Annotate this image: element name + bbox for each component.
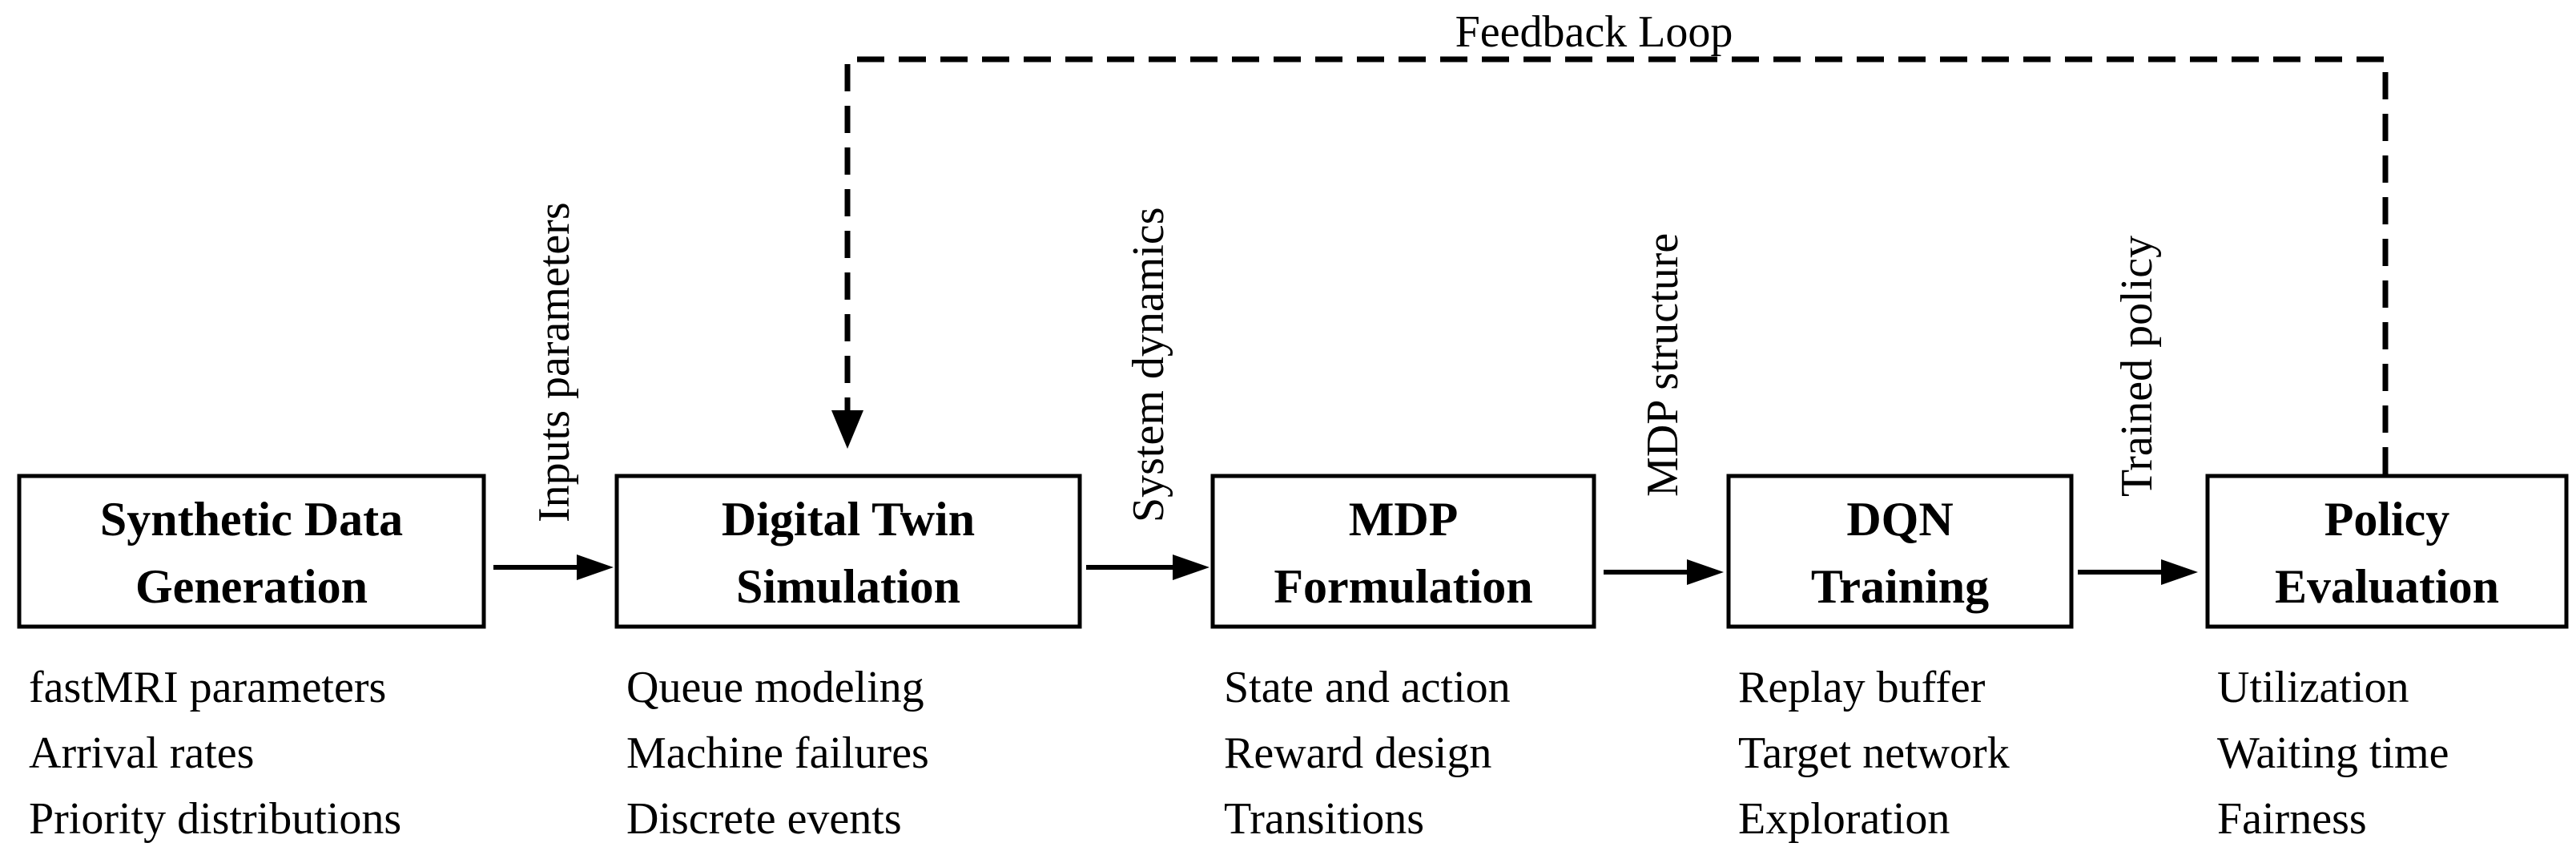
stage-box [2205,474,2569,629]
stage-synthetic-data-generation: Synthetic Data Generation fastMRI parame… [17,474,486,844]
stage-detail: Exploration [1738,794,1950,844]
stage-box [1210,474,1596,629]
stage-mdp-formulation: MDP Formulation State and action Reward … [1210,474,1596,844]
stage-policy-evaluation: Policy Evaluation Utilization Waiting ti… [2205,474,2569,844]
stage-title-line1: Synthetic Data [100,493,403,546]
stage-box [17,474,486,629]
stage-digital-twin-simulation: Digital Twin Simulation Queue modeling M… [614,474,1082,844]
stage-detail: Waiting time [2217,728,2449,778]
feedback-loop-arrowhead [831,410,863,449]
stage-detail: Reward design [1224,728,1491,778]
stage-title-line2: Formulation [1274,560,1532,613]
feedback-loop-label: Feedback Loop [1455,7,1733,57]
stage-box [614,474,1082,629]
stage-detail: fastMRI parameters [29,663,386,712]
connector-arrowhead [2161,559,2198,585]
stage-detail: Queue modeling [626,663,924,712]
connector-inputs-parameters: Inputs parameters [493,202,614,580]
stage-detail: State and action [1224,663,1511,712]
stage-box [1726,474,2074,629]
stage-title-line2: Evaluation [2275,560,2499,613]
connector-arrowhead [577,555,614,580]
stage-detail: Machine failures [626,728,929,778]
stage-detail: Target network [1738,728,2010,778]
stage-detail: Discrete events [626,794,902,844]
stage-title-line1: Policy [2324,493,2450,546]
feedback-loop: Feedback Loop [831,7,2389,474]
connector-label: Trained policy [2112,236,2162,497]
stage-detail: Priority distributions [29,794,401,844]
connector-label: Inputs parameters [529,202,579,522]
stage-title-line1: Digital Twin [722,493,975,546]
stage-title-line2: Generation [135,560,368,613]
connector-mdp-structure: MDP structure [1604,233,1724,585]
stage-title-line1: DQN [1846,493,1953,546]
stage-detail: Arrival rates [29,728,254,778]
stage-title-line2: Simulation [736,560,960,613]
stage-dqn-training: DQN Training Replay buffer Target networ… [1726,474,2074,844]
connector-system-dynamics: System dynamics [1086,207,1210,580]
feedback-loop-line [844,56,2389,474]
stage-detail: Utilization [2217,663,2409,712]
connector-label: MDP structure [1638,233,1688,497]
connector-arrowhead [1687,559,1724,585]
stage-title-line1: MDP [1349,493,1459,546]
stage-detail: Transitions [1224,794,1424,844]
stage-title-line2: Training [1811,560,1989,613]
connector-trained-policy: Trained policy [2078,236,2198,585]
stage-detail: Replay buffer [1738,663,1986,712]
connector-label: System dynamics [1124,207,1173,522]
connector-arrowhead [1173,555,1210,580]
stage-detail: Fairness [2217,794,2367,844]
